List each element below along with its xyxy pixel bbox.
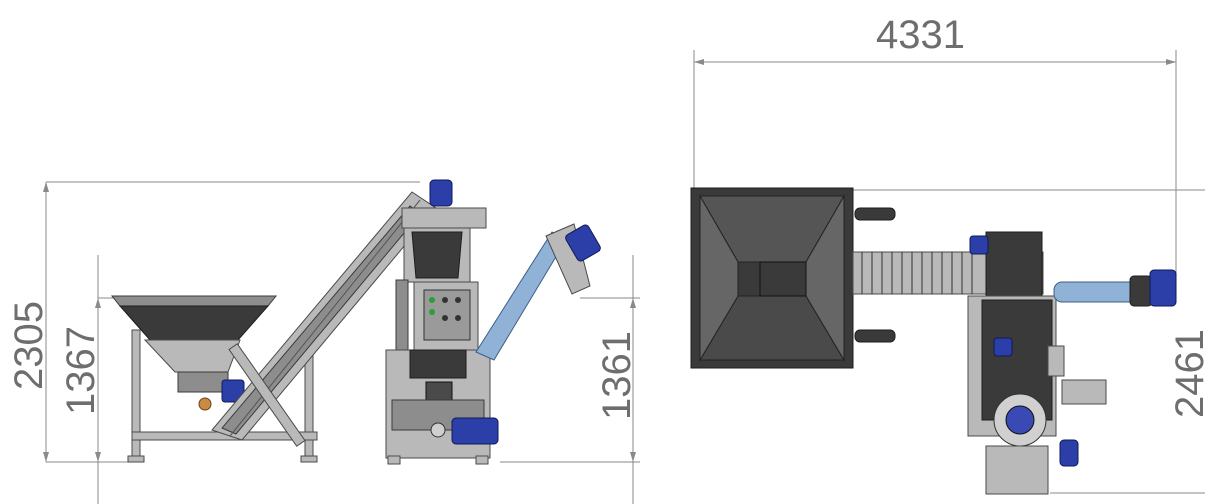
dimension-label-1367: 1367	[59, 326, 103, 415]
dimension-label-2305: 2305	[7, 301, 51, 390]
dimension-2305-line	[43, 181, 420, 463]
side-view: 2305 1367 1361	[7, 179, 640, 504]
hopper-frame	[127, 329, 318, 463]
screw-conveyor	[475, 223, 601, 361]
top-view: 4331 2461	[690, 13, 1205, 495]
dimension-4331-line	[693, 50, 1177, 290]
hopper	[110, 295, 278, 393]
dimension-label-2461: 2461	[1168, 329, 1205, 418]
dimension-1361-line	[500, 255, 640, 504]
screw-conveyor-top-view	[1053, 269, 1177, 307]
inclined-conveyor	[211, 191, 437, 447]
dimension-label-4331: 4331	[876, 13, 965, 57]
central-machine	[385, 179, 499, 465]
hopper-supports	[854, 207, 896, 343]
dimension-label-1361: 1361	[595, 331, 639, 420]
dimension-2461-line	[850, 189, 1205, 494]
conveyor-top-view	[852, 231, 1044, 299]
hopper-motor	[198, 379, 245, 411]
hopper-top-view	[690, 187, 854, 369]
machine-top-view	[967, 295, 1107, 495]
